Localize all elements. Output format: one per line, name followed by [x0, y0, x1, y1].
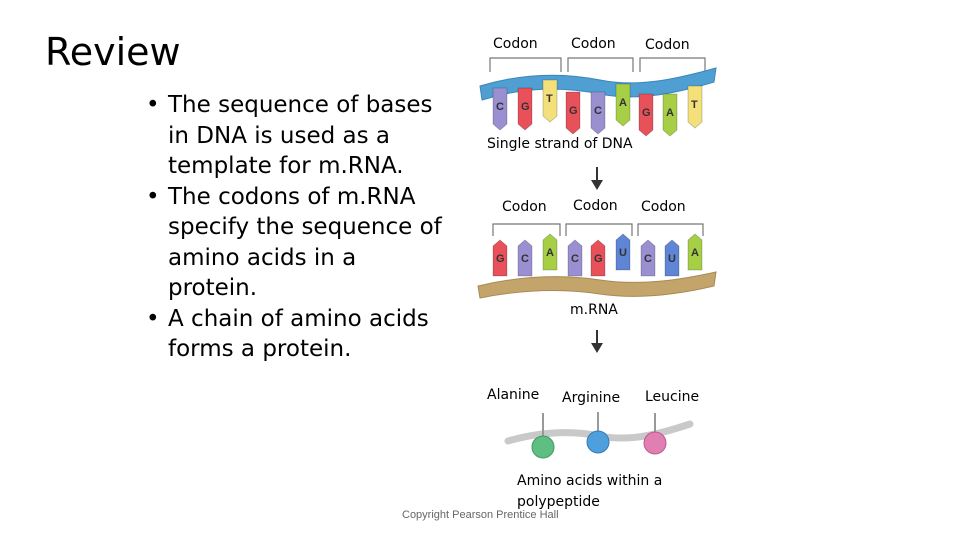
- dna-base-T: T: [687, 85, 703, 129]
- dna-base-A: A: [615, 83, 631, 127]
- dna-base-letter: C: [496, 101, 504, 113]
- mrna-base-letter: G: [594, 253, 603, 265]
- dna-base-letter: G: [642, 107, 651, 119]
- dna-codon-label: Codon: [645, 37, 690, 53]
- dna-base-A: A: [662, 93, 678, 137]
- mrna-base-letter: U: [668, 253, 676, 265]
- mrna-base-letter: C: [521, 253, 529, 265]
- mrna-base-letter: U: [619, 247, 627, 259]
- amino-acid-arginine: [586, 430, 610, 454]
- mrna-codon-label: Codon: [502, 199, 547, 215]
- mrna-caption: m.RNA: [570, 302, 618, 318]
- dna-base-letter: A: [666, 107, 674, 119]
- dna-backbone: [479, 67, 717, 101]
- polypeptide-caption: Amino acids within a polypeptide: [517, 473, 663, 510]
- amino-acid-label-arginine: Arginine: [562, 390, 621, 406]
- mrna-base-letter: C: [644, 253, 652, 265]
- dna-base-letter: A: [619, 97, 627, 109]
- mrna-base-letter: G: [496, 253, 505, 265]
- amino-acid-label-alanine: Alanine: [487, 387, 540, 403]
- mrna-base-letter: A: [546, 247, 554, 259]
- down-arrow-icon: [591, 330, 603, 353]
- bullet-item: The sequence of bases in DNA is used as …: [145, 90, 445, 182]
- amino-acid-leucine: [643, 431, 667, 455]
- mrna-base-C: C: [567, 239, 583, 277]
- dna-base-G: G: [565, 91, 581, 135]
- bullet-list: The sequence of bases in DNA is used as …: [145, 90, 445, 365]
- dna-caption: Single strand of DNA: [487, 136, 633, 152]
- bullet-item: The codons of m.RNA specify the sequence…: [145, 182, 445, 304]
- mrna-codon-brackets: [492, 223, 704, 236]
- mrna-codon-label: Codon: [641, 199, 686, 215]
- mrna-base-A: A: [542, 233, 558, 271]
- mrna-base-A: A: [687, 233, 703, 271]
- dna-base-T: T: [542, 79, 558, 123]
- dna-base-letter: G: [521, 101, 530, 113]
- dna-bases: C G T G C A G A T: [492, 79, 703, 137]
- dna-base-G: G: [517, 87, 533, 131]
- slide-title: Review: [45, 30, 181, 74]
- mrna-base-G: G: [492, 239, 508, 277]
- dna-base-letter: C: [594, 105, 602, 117]
- mrna-base-U: U: [615, 233, 631, 271]
- amino-acid-alanine: [531, 435, 555, 459]
- dna-base-letter: G: [569, 105, 578, 117]
- dna-codon-label: Codon: [571, 36, 616, 52]
- dna-codon-label: Codon: [493, 36, 538, 52]
- mrna-base-G: G: [590, 239, 606, 277]
- mrna-backbone: [477, 271, 717, 299]
- bullet-item: A chain of amino acids forms a protein.: [145, 304, 445, 365]
- dna-base-letter: T: [691, 99, 698, 111]
- mrna-base-U: U: [664, 239, 680, 277]
- copyright-text: Copyright Pearson Prentice Hall: [402, 509, 559, 521]
- dna-base-C: C: [590, 91, 606, 135]
- dna-base-letter: T: [546, 93, 553, 105]
- mrna-base-letter: C: [571, 253, 579, 265]
- dna-base-G: G: [638, 93, 654, 137]
- mrna-codon-label: Codon: [573, 198, 618, 214]
- mrna-base-letter: A: [691, 247, 699, 259]
- mrna-base-C: C: [517, 239, 533, 277]
- amino-acid-label-leucine: Leucine: [645, 389, 700, 405]
- dna-codon-brackets: [489, 57, 706, 72]
- mrna-base-C: C: [640, 239, 656, 277]
- down-arrow-icon: [591, 167, 603, 190]
- dna-base-C: C: [492, 87, 508, 131]
